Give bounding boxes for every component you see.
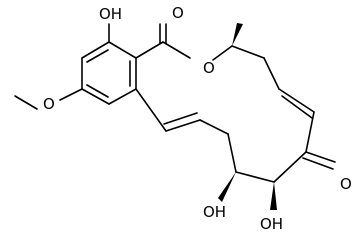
bond-methyl-methoxy (14, 95, 38, 110)
bond-chain-5 (273, 151, 307, 183)
bond-chain-3 (278, 88, 315, 113)
diol-oh-2-wedge-bond (270, 182, 277, 210)
diol-oh-2-label: OH (260, 215, 283, 233)
bond-chain-4 (305, 111, 315, 153)
bond-ring-6 (81, 41, 110, 59)
bond-ring-6-inner (86, 49, 109, 63)
methyl-wedge-bond (232, 23, 243, 46)
bond-chain-10 (135, 88, 167, 132)
bond-methoxy (59, 88, 83, 101)
bond-chain-7 (227, 133, 237, 173)
bond-ring-1 (108, 41, 137, 59)
aromatic-ring (81, 41, 137, 105)
bond-ketone-double-1 (305, 151, 336, 163)
bond-chain-1 (231, 45, 265, 59)
bond-chain-9 (165, 119, 201, 132)
bond-chain-9-double (163, 112, 198, 125)
bond-ring-4-inner (86, 84, 109, 98)
bond-chain-8 (199, 119, 229, 135)
lactone-carbonyl-o-label: O (172, 4, 184, 22)
bond-ring-4 (81, 88, 110, 105)
bond-ring-3 (108, 88, 137, 105)
phenol-oh-label: OH (99, 5, 122, 23)
bond-ring-o-to-ch (212, 45, 233, 61)
bond-ketone-double-2 (302, 157, 334, 170)
bond-chain-2 (263, 57, 280, 90)
bond-chain-6 (235, 171, 275, 183)
diol-oh-1-label: OH (203, 203, 226, 221)
ketone-o-label: O (340, 175, 352, 193)
bond-carbonyl-to-ring-o (162, 41, 191, 59)
bond-chain-3-double (281, 95, 313, 119)
bond-ring-to-carbonyl (135, 41, 164, 59)
methoxy-o-label: O (43, 95, 55, 113)
diol-oh-1-wedge-bond (218, 172, 236, 202)
ring-o-label: O (203, 59, 215, 77)
